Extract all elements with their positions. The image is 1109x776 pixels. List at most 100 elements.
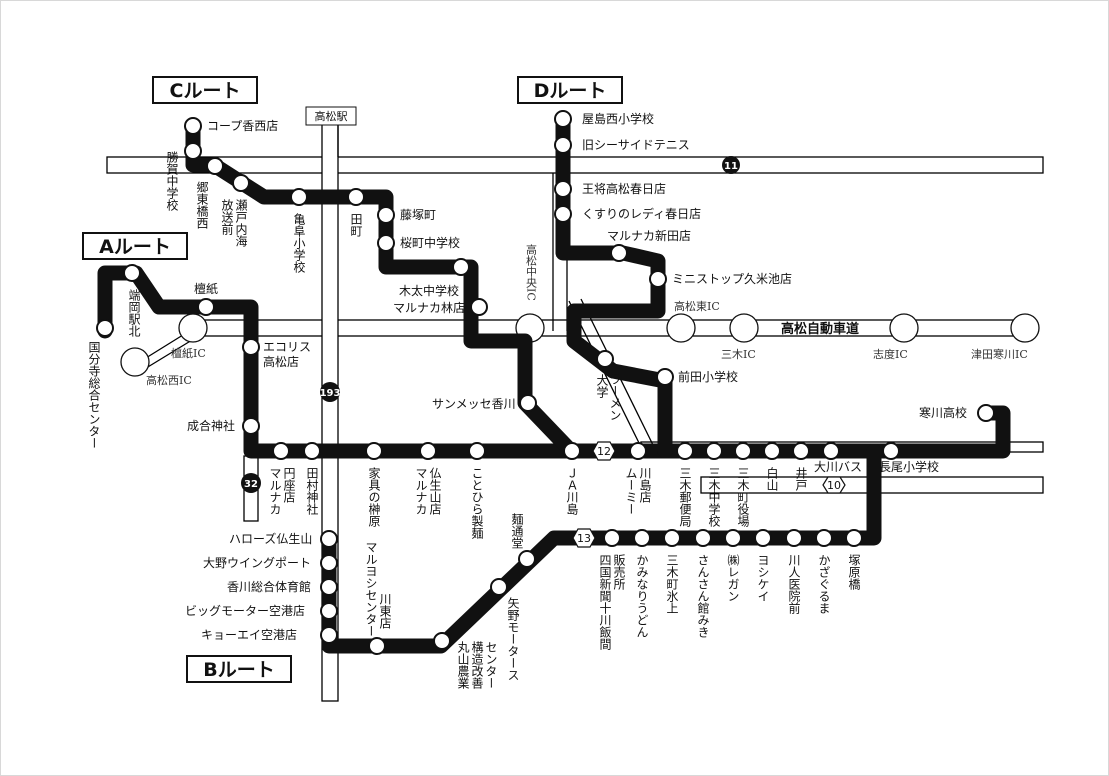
label-ministop: ミニストップ久米池店 — [672, 272, 792, 286]
stop-kagawa-gym[interactable] — [320, 578, 338, 596]
road-193-sign — [320, 382, 340, 402]
label-tamachi: 田町 — [349, 213, 363, 237]
label-marunaka-hayashi: マルナカ林店 — [393, 301, 465, 315]
stop-marunaka-shinden[interactable] — [610, 244, 628, 262]
stop-kaminari[interactable] — [633, 529, 651, 547]
stop-kagu[interactable] — [365, 442, 383, 460]
label-coop: コープ香西店 — [207, 119, 278, 133]
stop-kotohira[interactable] — [468, 442, 486, 460]
stop-seto[interactable] — [232, 174, 250, 192]
stop-regan[interactable] — [724, 529, 742, 547]
stop-miki-jhs[interactable] — [705, 442, 723, 460]
label-miki-hikami: 三木町氷上 — [665, 554, 679, 614]
label-maruyoshi-b: 川東店 — [378, 593, 392, 629]
road-13-sign — [572, 528, 596, 548]
stop-ido[interactable] — [792, 442, 810, 460]
stop-kyoei[interactable] — [320, 626, 338, 644]
route-a-title-box — [82, 232, 188, 260]
stop-ministop[interactable] — [649, 270, 667, 288]
route-a-line — [97, 265, 1011, 459]
stop-miki-town[interactable] — [734, 442, 752, 460]
stop-danshi[interactable] — [197, 298, 215, 316]
stop-kawahito[interactable] — [785, 529, 803, 547]
label-yano: 矢野モータース — [506, 597, 520, 681]
stop-miki-post[interactable] — [676, 442, 694, 460]
takamatsu-station-box — [305, 106, 357, 126]
stop-coop[interactable] — [184, 117, 202, 135]
route-a-stops — [96, 264, 995, 460]
stop-sangawa[interactable] — [977, 404, 995, 422]
tsuda-ic-label: 津田寒川IC — [971, 347, 1028, 361]
stop-sansan[interactable] — [694, 529, 712, 547]
stop-marunaka-enza[interactable] — [272, 442, 290, 460]
label-seto-a: 放送前 — [220, 198, 234, 235]
label-sangawa: 寒川高校 — [919, 405, 967, 420]
stop-yano[interactable] — [490, 578, 508, 596]
takamatsu-nishi-ic-label: 高松西IC — [146, 373, 192, 387]
stop-shirayama[interactable] — [763, 442, 781, 460]
stop-kusuri[interactable] — [554, 205, 572, 223]
label-ja-kawashima: ＪＡ川島 — [565, 467, 579, 516]
stop-fujitsuka[interactable] — [377, 206, 395, 224]
label-mumi-a: ムーミー — [624, 467, 638, 515]
stop-miki-hikami[interactable] — [663, 529, 681, 547]
stop-harozu[interactable] — [320, 530, 338, 548]
stop-yashima-nishi[interactable] — [554, 110, 572, 128]
stop-marunaka-bussho[interactable] — [419, 442, 437, 460]
stop-kazaguruma[interactable] — [815, 529, 833, 547]
label-hajioka: 端岡駅北 — [127, 289, 141, 338]
route-c-stops — [184, 117, 537, 412]
label-sunmesse: サンメッセ香川 — [432, 397, 516, 411]
stop-nagao[interactable] — [882, 442, 900, 460]
road-10-number: 10 — [827, 479, 841, 492]
road-193-number: 193 — [320, 388, 341, 399]
road-11-number: 11 — [724, 161, 738, 172]
stop-osho[interactable] — [554, 180, 572, 198]
route-b-title-box — [186, 655, 292, 683]
stop-maruyoshi[interactable] — [368, 637, 386, 655]
stop-yoshikei[interactable] — [754, 529, 772, 547]
stop-narai[interactable] — [242, 417, 260, 435]
stop-ramen-univ[interactable] — [596, 350, 614, 368]
stop-tsukahara[interactable] — [845, 529, 863, 547]
shido-ic-marker — [889, 313, 919, 343]
label-tsukahara: 塚原橋 — [847, 554, 861, 591]
stop-kokubunji[interactable] — [96, 319, 114, 337]
stop-sunmesse[interactable] — [519, 394, 537, 412]
stop-kamebu[interactable] — [290, 188, 308, 206]
stop-tamura[interactable] — [303, 442, 321, 460]
stop-okawa-bus[interactable] — [822, 442, 840, 460]
road-11 — [106, 156, 1044, 174]
label-marunaka-shinden: マルナカ新田店 — [607, 228, 691, 243]
route-d-title: Dルート — [534, 80, 607, 102]
stop-bigmotor[interactable] — [320, 602, 338, 620]
stop-hajioka[interactable] — [123, 264, 141, 282]
takamatsu-nishi-ic-marker — [120, 347, 150, 377]
stop-ecoris[interactable] — [242, 338, 260, 356]
stop-kita[interactable] — [452, 258, 470, 276]
stop-shikoku-news[interactable] — [603, 529, 621, 547]
stop-seaside[interactable] — [554, 136, 572, 154]
route-b-title: Bルート — [203, 659, 274, 681]
label-seaside: 旧シーサイドテニス — [582, 138, 690, 152]
label-yoshikei: ヨシケイ — [756, 554, 770, 602]
stop-mentsudo[interactable] — [518, 550, 536, 568]
label-kagawa-gym: 香川総合体育館 — [227, 579, 311, 594]
stop-ohno[interactable] — [320, 554, 338, 572]
label-miki-post: 三木郵便局 — [678, 467, 692, 528]
stop-sakuramachi[interactable] — [377, 234, 395, 252]
label-kawahito: 川人医院前 — [787, 554, 801, 614]
road-10-sign — [822, 476, 846, 494]
stop-mumi[interactable] — [629, 442, 647, 460]
label-kusuri: くすりのレディ春日店 — [582, 206, 701, 221]
label-mentsudo: 麺通堂 — [510, 513, 524, 549]
stop-maeda[interactable] — [656, 368, 674, 386]
stop-gotobashi[interactable] — [206, 157, 224, 175]
stop-ja-kawashima[interactable] — [563, 442, 581, 460]
stop-maruyama[interactable] — [433, 632, 451, 650]
stop-katsuga[interactable] — [184, 142, 202, 160]
label-shikoku-news-a: 四国新聞十川飯間 — [598, 554, 612, 650]
stop-tamachi[interactable] — [347, 188, 365, 206]
stop-marunaka-hayashi[interactable] — [470, 298, 488, 316]
